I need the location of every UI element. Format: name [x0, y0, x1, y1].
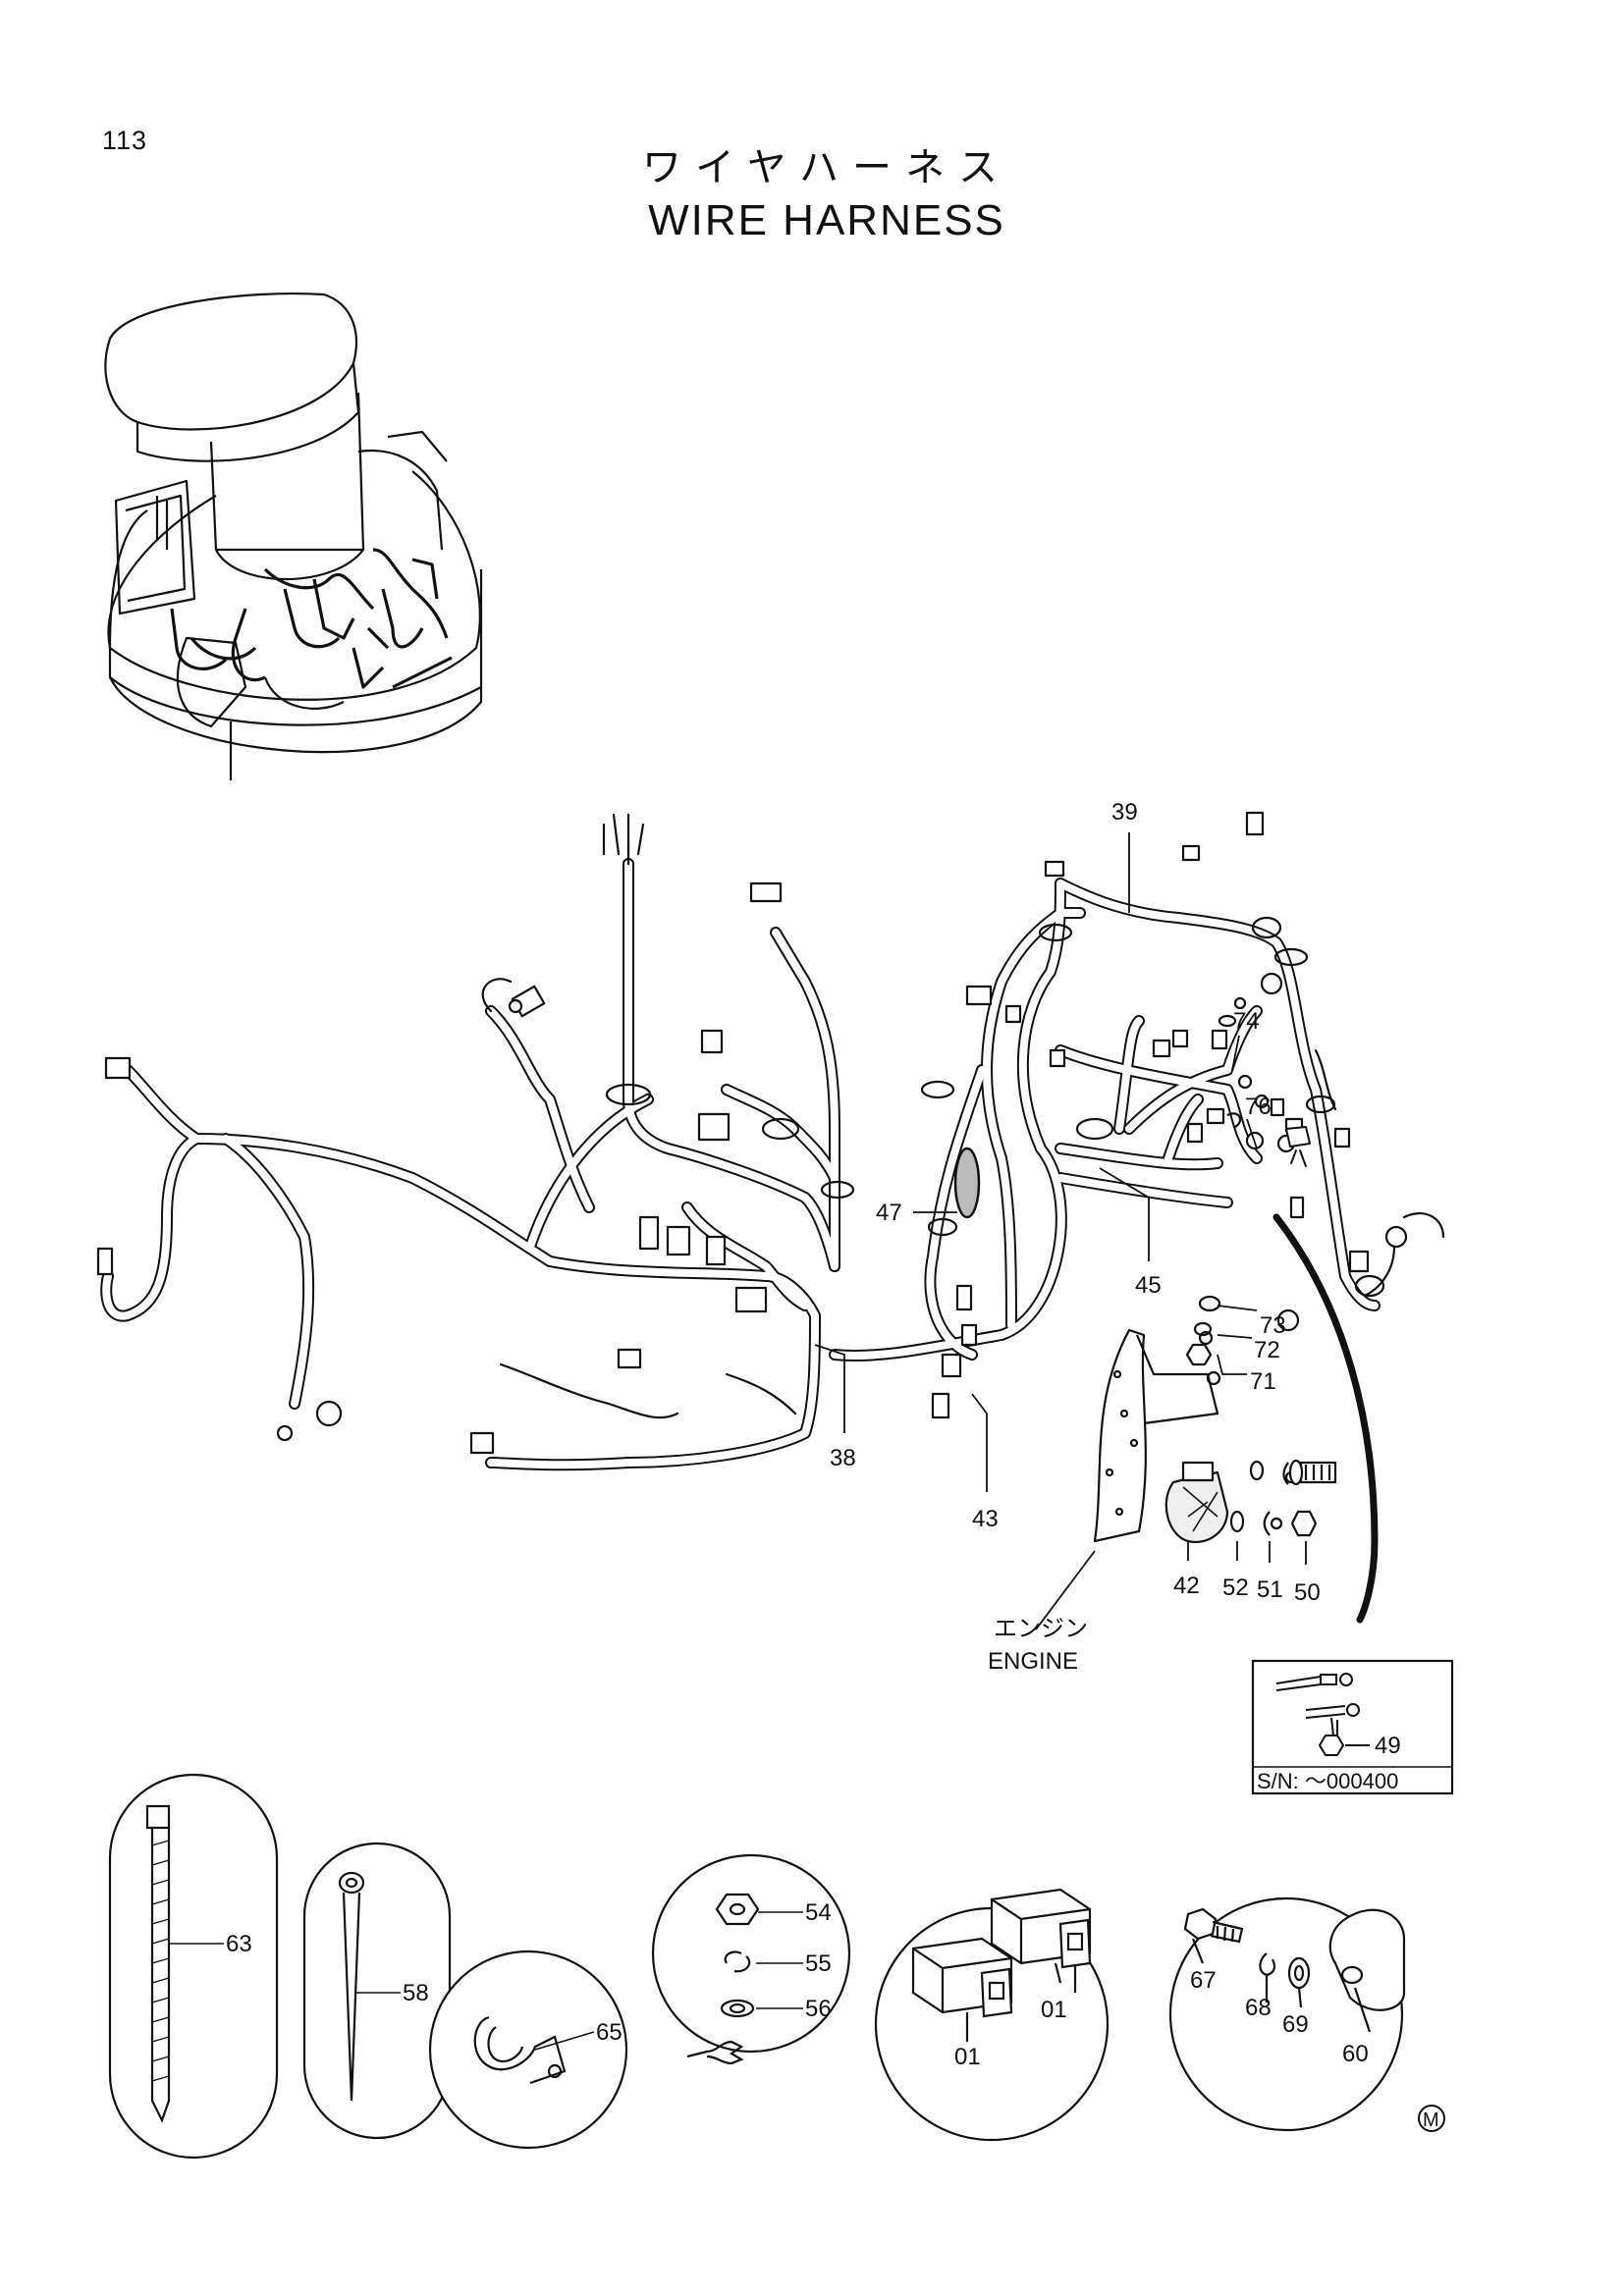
callout-71: 71 [1250, 1368, 1276, 1395]
callout-65: 65 [596, 2019, 623, 2046]
callout-42: 42 [1173, 1573, 1200, 1599]
detail-clip-frame [428, 1949, 628, 2150]
serial-inset-box: 49 S/N: ～000400 [1251, 1659, 1454, 1795]
detail-views [108, 1773, 1406, 2160]
callout-38: 38 [830, 1445, 856, 1471]
engine-bracket-assembly [1093, 1014, 1337, 1544]
page-number: 113 [102, 126, 148, 155]
engine-label-en: ENGINE [988, 1648, 1078, 1675]
callout-numbers: 39 74 76 47 45 73 72 71 38 43 42 52 51 5… [830, 799, 1321, 1675]
callout-54: 54 [805, 1899, 832, 1926]
callout-51: 51 [1257, 1576, 1283, 1603]
machine-overview-illustration [104, 292, 483, 780]
callout-74: 74 [1233, 1008, 1260, 1035]
callout-58: 58 [403, 1980, 429, 2006]
callout-63: 63 [226, 1931, 252, 1957]
detail-callout-numbers: 63 58 65 54 55 56 01 01 67 68 69 60 [226, 1899, 1369, 2070]
detail-hardware-frame [651, 1853, 851, 2054]
callout-45: 45 [1135, 1272, 1162, 1299]
page-title-english: WIRE HARNESS [648, 196, 1005, 244]
callout-01-right: 01 [1041, 1997, 1067, 2023]
callout-56: 56 [805, 1996, 832, 2022]
callout-68: 68 [1245, 1995, 1272, 2021]
callout-76: 76 [1245, 1094, 1272, 1120]
callout-43: 43 [972, 1506, 999, 1532]
svg-text:M: M [1423, 2109, 1439, 2131]
callout-55: 55 [805, 1950, 832, 1977]
callout-52: 52 [1222, 1575, 1249, 1601]
callout-69: 69 [1282, 2011, 1309, 2038]
callout-73: 73 [1260, 1312, 1286, 1339]
page-title-japanese: ワイヤハーネス [642, 145, 1011, 190]
callout-01-left: 01 [954, 2044, 981, 2070]
callout-50: 50 [1294, 1579, 1321, 1606]
callout-39: 39 [1111, 799, 1138, 826]
callout-72: 72 [1254, 1337, 1280, 1363]
manufacturer-mark: M [1418, 2105, 1445, 2132]
callout-leader-lines [814, 832, 1307, 1630]
inset-part-49: 49 [1375, 1733, 1401, 1759]
callout-67: 67 [1190, 1967, 1217, 1994]
engine-label-jp: エンジン [994, 1616, 1088, 1642]
main-wire-harness [96, 811, 1445, 1624]
detail-tie-strap-frame [108, 1773, 279, 2160]
callout-60: 60 [1342, 2041, 1369, 2067]
serial-number-range: S/N: ～000400 [1257, 1769, 1398, 1793]
callout-47: 47 [876, 1200, 902, 1226]
